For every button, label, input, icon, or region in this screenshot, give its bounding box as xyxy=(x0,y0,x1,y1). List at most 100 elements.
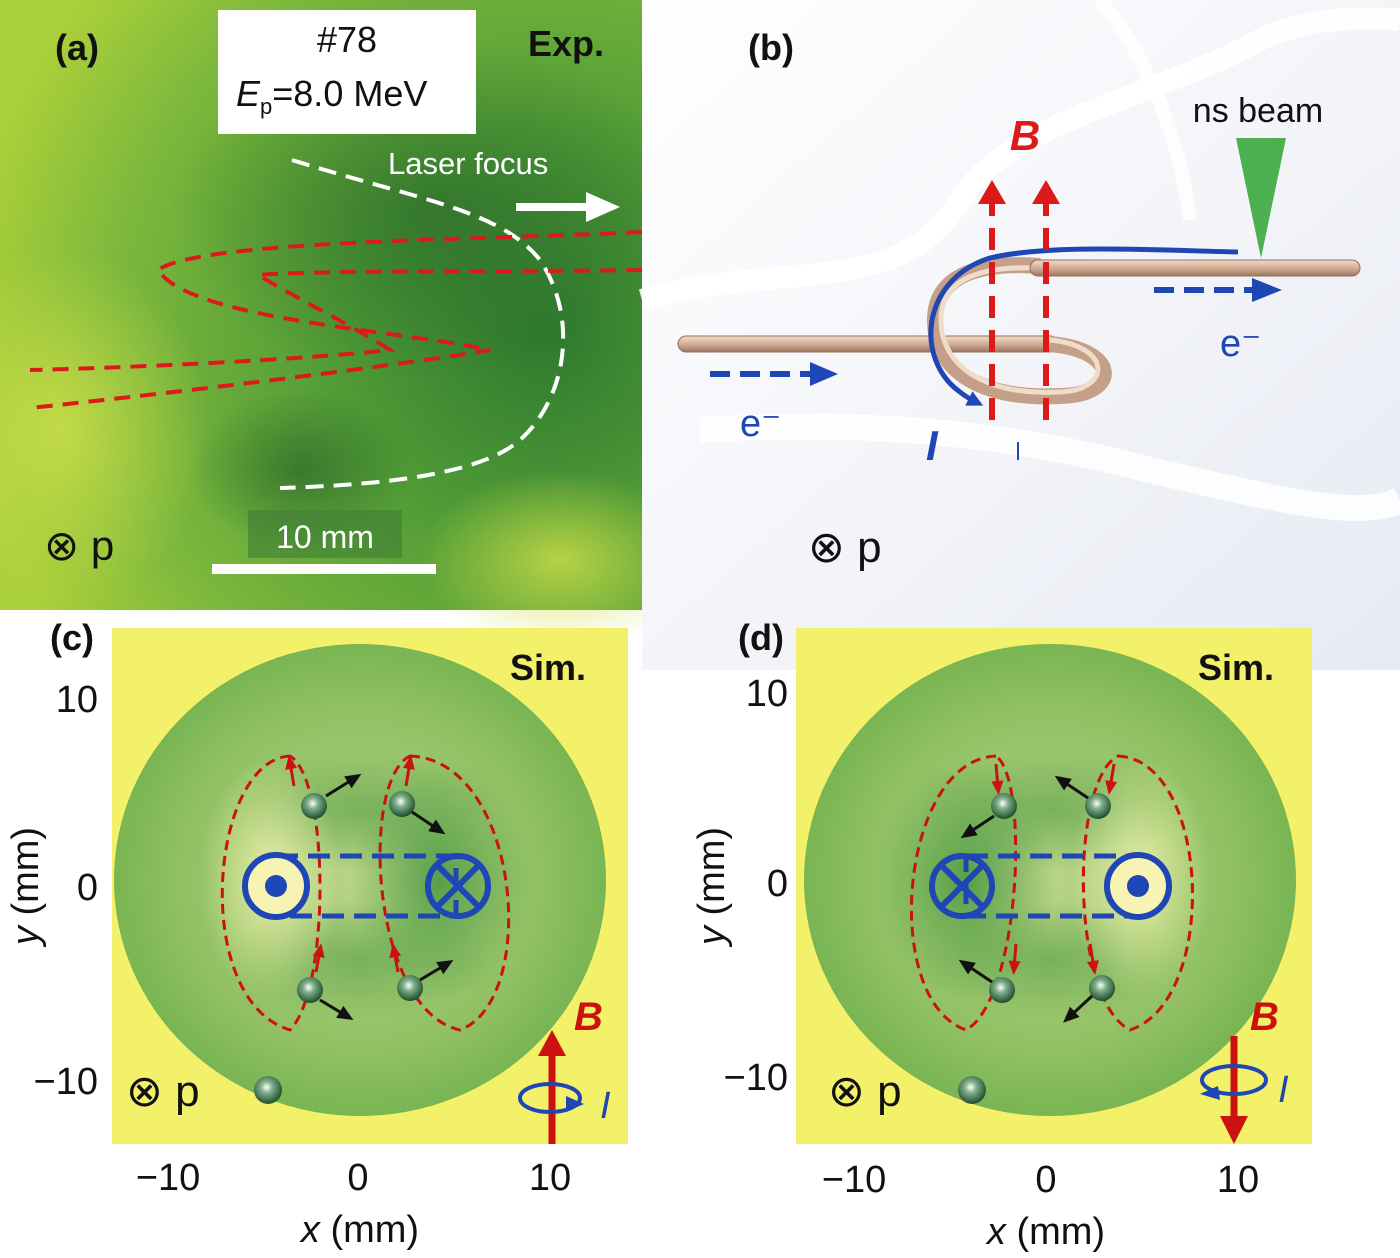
xlabel-d: x (mm) xyxy=(985,1211,1105,1253)
electron-flow-right-arrowhead xyxy=(1252,278,1282,302)
panel-a-tag: Exp. xyxy=(528,23,604,64)
field-arrow-c4 xyxy=(389,943,402,973)
wire-right-segment xyxy=(1029,259,1361,277)
current-ring-d-arrow xyxy=(1200,1086,1220,1100)
current-ring-c-arrow xyxy=(566,1096,584,1112)
current-in-symbol-d xyxy=(929,853,995,919)
current-in-cross-d xyxy=(939,863,985,909)
ns-beam-label: ns beam xyxy=(1193,92,1323,130)
ytick-d-top: 10 xyxy=(746,673,788,715)
beam-direction-b: ⊗ p xyxy=(808,523,882,572)
current-out-dot xyxy=(265,875,287,897)
proton-d3 xyxy=(989,977,1015,1003)
electron-flow-left-arrowhead xyxy=(810,362,838,386)
ylabel-c: y (mm) xyxy=(5,827,47,948)
ytick-d-mid: 0 xyxy=(767,863,788,905)
proton-legend-c xyxy=(254,1076,282,1104)
electron-label-right: e⁻ xyxy=(1220,323,1261,365)
white-dashed-boundary xyxy=(279,158,566,490)
xtick-c-right: 10 xyxy=(529,1157,571,1199)
panel-a-label: (a) xyxy=(55,27,99,68)
proton-legend-d xyxy=(958,1076,986,1104)
scale-bar xyxy=(212,564,436,574)
wire-coil-loop xyxy=(926,257,1112,405)
xtick-c-mid: 0 xyxy=(347,1157,368,1199)
ylabel-d: y (mm) xyxy=(691,827,733,948)
ytick-c-bottom: −10 xyxy=(34,1061,98,1103)
field-arrow-c1 xyxy=(285,755,298,787)
scale-bar-background xyxy=(248,510,402,558)
panel-d: (d) Sim. ⊗ p B I 10 0 −10 −10 0 10 xyxy=(691,617,1312,1253)
current-path-arrow xyxy=(928,246,1239,406)
film-a-pale-bottom xyxy=(420,470,700,650)
proton-c2 xyxy=(389,791,415,817)
panel-b: (b) B ns beam e⁻ e⁻ I ⊗ p xyxy=(638,0,1400,670)
xtick-d-left: −10 xyxy=(822,1159,886,1201)
proton-c3 xyxy=(297,977,323,1003)
force-arrow-d1 xyxy=(960,814,995,839)
force-arrow-d3 xyxy=(958,959,993,984)
wire-left-segment xyxy=(677,335,1059,353)
force-arrow-d4 xyxy=(1063,994,1094,1023)
b-label-d: B xyxy=(1250,995,1279,1039)
b-label-c: B xyxy=(574,995,603,1039)
field-loop-left xyxy=(220,754,322,1032)
scale-bar-label: 10 mm xyxy=(276,519,374,555)
force-arrow-c2 xyxy=(411,810,446,835)
ytick-c-mid: 0 xyxy=(77,867,98,909)
field-arrow-d4 xyxy=(1086,943,1099,975)
red-dashed-track-outer xyxy=(29,230,643,410)
xlabel-c: x (mm) xyxy=(299,1209,419,1251)
b-indicator-c-head xyxy=(538,1030,566,1056)
force-arrow-c4 xyxy=(419,959,454,982)
field-arrow-c3 xyxy=(312,943,325,973)
current-label-b: I xyxy=(926,422,939,469)
shot-info-box xyxy=(218,10,476,134)
panel-a: (a) Exp. #78 Ep=8.0 MeV Laser focus 10 m… xyxy=(0,0,700,650)
ytick-c-top: 10 xyxy=(56,679,98,721)
current-label-c: I xyxy=(600,1085,611,1127)
beam-direction-d: ⊗ p xyxy=(828,1067,902,1116)
field-arrow-d3 xyxy=(1008,943,1021,975)
proton-d2 xyxy=(1085,793,1111,819)
b-field-arrowhead-right xyxy=(1032,180,1060,204)
proton-d4 xyxy=(1089,975,1115,1001)
panel-c: (c) Sim. ⊗ p B I 10 0 xyxy=(5,617,628,1251)
current-out-dot-d xyxy=(1127,875,1149,897)
panel-d-tag: Sim. xyxy=(1198,647,1274,688)
panel-d-label: (d) xyxy=(738,617,784,658)
laser-focus-arrowhead xyxy=(586,192,620,222)
b-indicator-d-head xyxy=(1220,1116,1248,1144)
field-arrow-c2 xyxy=(402,755,415,787)
shot-number: #78 xyxy=(317,19,377,60)
panel-b-label: (b) xyxy=(748,27,794,68)
xtick-d-mid: 0 xyxy=(1035,1159,1056,1201)
proton-d1 xyxy=(991,793,1017,819)
background-swirl-3 xyxy=(1094,0,1197,221)
beam-direction-a: ⊗ p xyxy=(44,522,114,569)
field-loop-d-right xyxy=(1081,754,1194,1032)
field-loop-d-left xyxy=(909,754,1018,1032)
background-swirl-2 xyxy=(699,413,1400,522)
field-arrow-d1 xyxy=(991,763,1004,795)
field-arrow-d2 xyxy=(1105,763,1118,795)
current-label-d: I xyxy=(1278,1069,1289,1111)
proton-c4 xyxy=(397,975,423,1001)
red-dashed-track-inner xyxy=(29,268,643,372)
xtick-c-left: −10 xyxy=(136,1157,200,1199)
current-in-symbol xyxy=(425,853,491,919)
panel-c-tag: Sim. xyxy=(510,647,586,688)
ytick-d-bottom: −10 xyxy=(724,1057,788,1099)
xtick-d-right: 10 xyxy=(1217,1159,1259,1201)
laser-focus-label: Laser focus xyxy=(388,146,548,181)
background-swirl-1 xyxy=(638,7,1400,311)
panel-b-background xyxy=(642,0,1400,670)
b-field-label: B xyxy=(1010,112,1040,159)
proton-c1 xyxy=(301,793,327,819)
proton-energy: Ep=8.0 MeV xyxy=(236,73,427,119)
force-arrow-d2 xyxy=(1054,775,1089,800)
panel-c-label: (c) xyxy=(50,617,94,658)
current-ring-c xyxy=(518,1082,582,1114)
field-loop-right xyxy=(378,754,511,1032)
